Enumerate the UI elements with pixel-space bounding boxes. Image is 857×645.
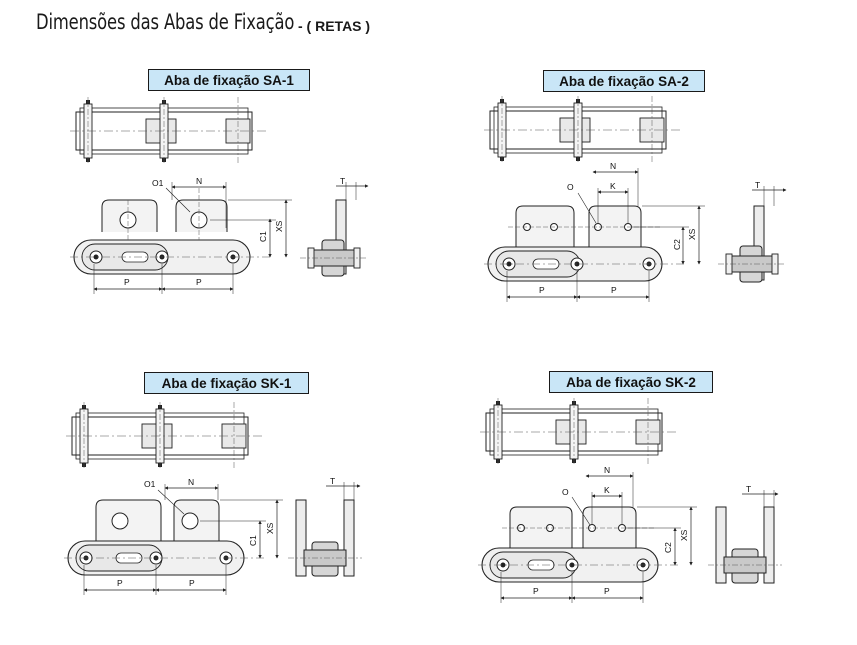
title-text: Dimensões das Abas de Fixação: [36, 10, 295, 34]
dim-sa2-k: K: [610, 181, 616, 191]
dim-sa1-c: C1: [258, 231, 268, 242]
dim-sk2-c: C2: [663, 542, 673, 553]
dim-sa2-p1: P: [539, 285, 545, 295]
dim-sk2-k: K: [604, 485, 610, 495]
dim-sa1-t: T: [340, 176, 345, 186]
dim-sa1-o: O1: [152, 178, 164, 188]
dim-sa2-xs: XS: [687, 228, 697, 240]
dim-sa1-p2: P: [196, 277, 202, 287]
dim-sa2-p2: P: [611, 285, 617, 295]
dim-sk2-n: N: [604, 465, 610, 475]
dim-sk1-n: N: [188, 477, 194, 487]
drawing-sk2: N K O C2 XS P P T: [478, 397, 783, 603]
dim-sa1-n: N: [196, 176, 202, 186]
dim-sa2-t: T: [755, 180, 760, 190]
dim-sa2-n: N: [610, 161, 616, 171]
drawing-sa2: N K O C2 XS P P T: [483, 95, 787, 302]
dim-sk1-c: C1: [248, 535, 258, 546]
dim-sk2-p2: P: [604, 586, 610, 596]
dim-sa2-o: O: [567, 182, 574, 192]
label-sk1: Aba de fixação SK-1: [144, 372, 309, 394]
dim-sk1-p1: P: [117, 578, 123, 588]
label-sa2: Aba de fixação SA-2: [543, 70, 705, 92]
dim-sk1-t: T: [330, 476, 335, 486]
dim-sa2-c: C2: [672, 239, 682, 250]
dim-sk2-o: O: [562, 487, 569, 497]
dim-sk2-t: T: [746, 484, 751, 494]
dim-sk1-p2: P: [189, 578, 195, 588]
drawing-sk1: N O1 C1 XS P P T: [64, 401, 363, 595]
label-sa1: Aba de fixação SA-1: [148, 69, 310, 91]
page-title: Dimensões das Abas de Fixação - ( RETAS …: [36, 10, 371, 34]
dim-sk2-p1: P: [533, 586, 539, 596]
dim-sa1-p1: P: [124, 277, 130, 287]
dim-sk2-xs: XS: [679, 529, 689, 541]
dim-sk1-xs: XS: [265, 522, 275, 534]
label-sk2: Aba de fixação SK-2: [549, 371, 713, 393]
dim-sk1-o: O1: [144, 479, 156, 489]
title-subtitle: - ( RETAS ): [298, 18, 371, 34]
drawing-sa1: N O1 C1 XS P P T: [69, 96, 369, 294]
dim-sa1-xs: XS: [274, 220, 284, 232]
